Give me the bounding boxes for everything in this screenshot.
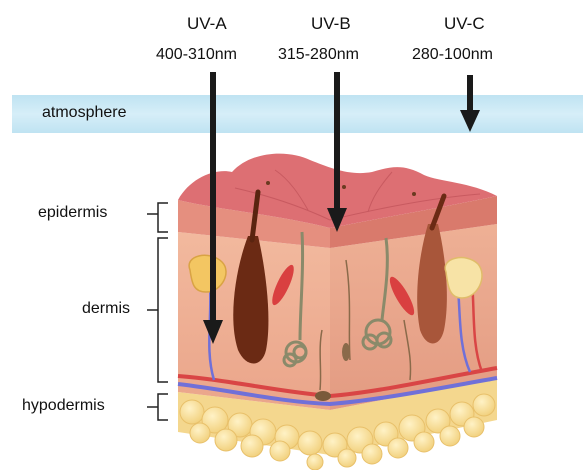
dermis-label: dermis <box>82 300 130 318</box>
epidermis-bracket <box>158 203 168 232</box>
hypodermis-bracket <box>158 394 168 420</box>
sebaceous-gland-left <box>189 255 226 292</box>
epidermis-label: epidermis <box>38 204 107 222</box>
uv-c-label: UV-C <box>444 14 485 34</box>
uv-c-range: 280-100nm <box>412 46 493 64</box>
atmosphere-label: atmosphere <box>42 104 127 122</box>
layer-brackets <box>147 203 168 420</box>
uv-a-range: 400-310nm <box>156 46 237 64</box>
uv-b-range: 315-280nm <box>278 46 359 64</box>
hypodermis-label: hypodermis <box>22 397 105 415</box>
uv-b-label: UV-B <box>311 14 351 34</box>
dermis-bracket <box>158 238 168 382</box>
uv-a-label: UV-A <box>187 14 227 34</box>
